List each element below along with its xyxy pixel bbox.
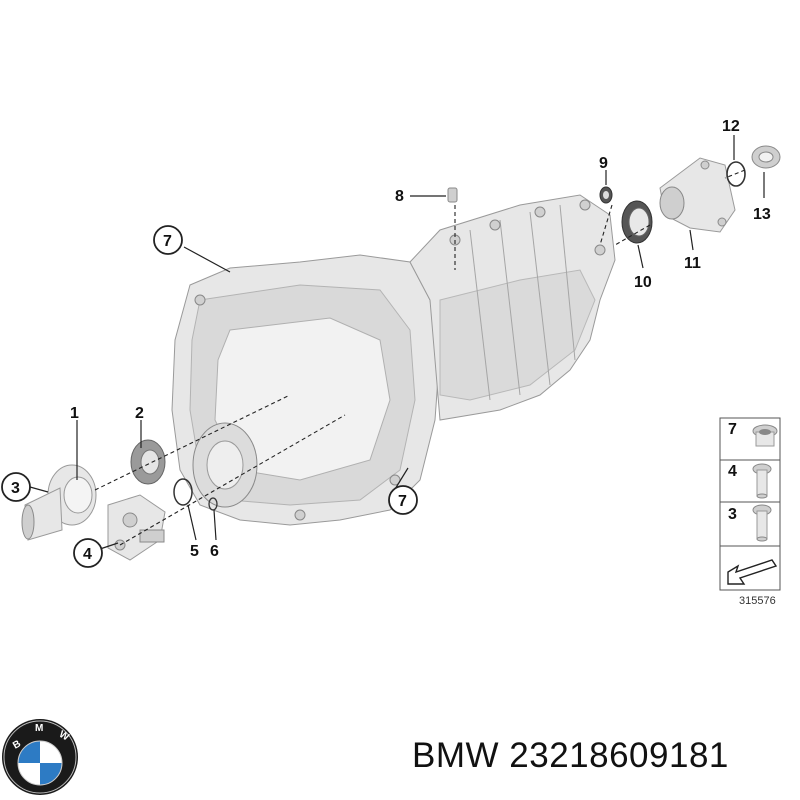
part-13-collar-nut: [751, 145, 781, 169]
callout-3: 3: [11, 480, 20, 497]
callout-13: 13: [753, 206, 771, 223]
bmw-roundel-logo: B M W: [2, 719, 78, 795]
callout-7b-circle: [388, 485, 418, 515]
part-6-small-o-ring: [208, 497, 218, 511]
part-number-caption: BMW 23218609181: [412, 736, 729, 775]
part-12-retaining-ring: [726, 161, 746, 187]
legend-label-4: 4: [728, 463, 737, 480]
legend-label-3: 3: [728, 506, 737, 523]
callout-6: 6: [210, 543, 219, 560]
part-4-clutch-release-parts: [107, 494, 166, 561]
callout-7-top: 7: [163, 233, 172, 250]
part-9-small-seal: [599, 186, 613, 204]
callout-3-circle: [1, 472, 31, 502]
callout-7a-circle: [153, 225, 183, 255]
part-1-guide-sleeve: [21, 464, 97, 541]
svg-text:M: M: [35, 723, 43, 734]
callout-10: 10: [634, 274, 652, 291]
callout-4: 4: [83, 546, 92, 563]
explosion-lines: [94, 169, 746, 546]
callout-9: 9: [599, 155, 608, 172]
leader-lines: [29, 135, 765, 550]
part-2-shaft-seal: [130, 439, 166, 485]
legend-label-7: 7: [728, 421, 737, 438]
callout-8: 8: [395, 188, 404, 205]
part-5-o-ring: [173, 478, 193, 506]
hex-bolt-icon: [752, 463, 772, 499]
part-10-output-seal: [621, 200, 653, 244]
svg-text:B: B: [11, 738, 23, 751]
callout-11: 11: [684, 255, 701, 272]
callout-4-circle: [73, 538, 103, 568]
callout-labels: 1 2 3 4 5 6 7 7 8 9 10 11 12 13: [1, 118, 771, 568]
callout-1: 1: [70, 405, 79, 422]
screw-plug-icon: [752, 424, 778, 447]
diagram-number: 315576: [739, 595, 776, 607]
socket-bolt-icon: [752, 504, 772, 542]
part-8-breather-pin: [447, 187, 458, 203]
transmission-housing: [171, 194, 616, 526]
direction-arrow-icon: [727, 559, 778, 585]
callout-2: 2: [135, 405, 144, 422]
callout-5: 5: [190, 543, 199, 560]
parts-legend: 7 4 3: [719, 417, 781, 591]
part-11-output-flange: [659, 157, 736, 233]
callout-7-bottom: 7: [398, 493, 407, 510]
callout-12: 12: [722, 118, 740, 135]
